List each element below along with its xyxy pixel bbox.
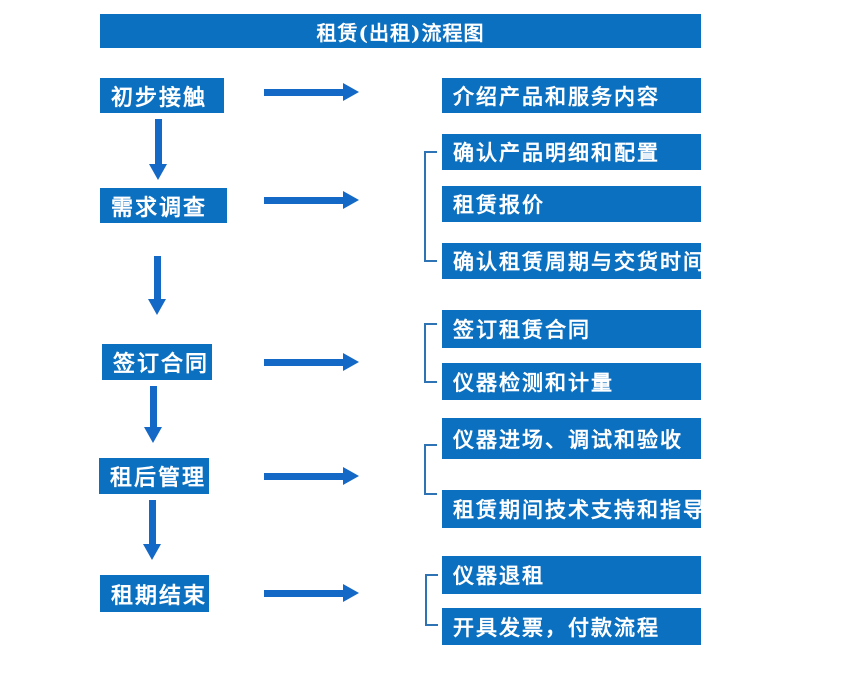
arrow-down-2 bbox=[148, 256, 166, 315]
detail-instrument-inspection: 仪器检测和计量 bbox=[442, 363, 701, 400]
detail-confirm-period-delivery: 确认租赁周期与交货时间 bbox=[442, 243, 701, 279]
arrow-head-icon bbox=[343, 353, 359, 371]
step-sign-contract: 签订合同 bbox=[102, 344, 212, 380]
arrow-right-1 bbox=[264, 83, 360, 101]
arrow-head-icon bbox=[143, 544, 161, 560]
arrow-shaft bbox=[154, 256, 161, 299]
arrow-right-2 bbox=[264, 191, 360, 209]
arrow-down-3 bbox=[144, 386, 162, 443]
step-rental-end: 租期结束 bbox=[100, 575, 209, 612]
bracket-group-sign-contract bbox=[424, 323, 437, 383]
arrow-shaft bbox=[264, 473, 344, 480]
detail-instrument-return: 仪器退租 bbox=[442, 556, 701, 594]
detail-invoice-payment: 开具发票，付款流程 bbox=[442, 608, 701, 645]
arrow-down-4 bbox=[143, 500, 161, 560]
arrow-head-icon bbox=[149, 164, 167, 180]
arrow-shaft bbox=[150, 386, 157, 427]
arrow-right-3 bbox=[264, 353, 360, 371]
detail-rental-quote: 租赁报价 bbox=[442, 186, 701, 222]
detail-tech-support-guidance: 租赁期间技术支持和指导 bbox=[442, 490, 701, 528]
arrow-head-icon bbox=[343, 467, 359, 485]
detail-sign-rental-contract: 签订租赁合同 bbox=[442, 310, 701, 348]
flowchart-title: 租赁(出租)流程图 bbox=[100, 14, 701, 48]
detail-introduce-products: 介绍产品和服务内容 bbox=[442, 78, 701, 113]
arrow-right-5 bbox=[264, 584, 360, 602]
bracket-group-post-rental bbox=[424, 444, 437, 495]
detail-confirm-product-config: 确认产品明细和配置 bbox=[442, 134, 701, 170]
arrow-shaft bbox=[149, 500, 156, 544]
arrow-head-icon bbox=[343, 191, 359, 209]
arrow-head-icon bbox=[144, 427, 162, 443]
arrow-shaft bbox=[264, 590, 344, 597]
arrow-head-icon bbox=[343, 83, 359, 101]
arrow-shaft bbox=[264, 359, 344, 366]
bracket-group-rental-end bbox=[425, 574, 438, 626]
arrow-head-icon bbox=[148, 299, 166, 315]
arrow-shaft bbox=[264, 89, 344, 96]
step-demand-survey: 需求调查 bbox=[100, 188, 227, 223]
bracket-group-demand-survey bbox=[424, 151, 437, 262]
arrow-down-1 bbox=[149, 119, 167, 180]
arrow-head-icon bbox=[343, 584, 359, 602]
arrow-shaft bbox=[264, 197, 344, 204]
step-post-rental-management: 租后管理 bbox=[99, 458, 209, 494]
step-initial-contact: 初步接触 bbox=[100, 78, 224, 113]
arrow-right-4 bbox=[264, 467, 360, 485]
arrow-shaft bbox=[155, 119, 162, 164]
detail-instrument-setup-acceptance: 仪器进场、调试和验收 bbox=[442, 418, 701, 459]
